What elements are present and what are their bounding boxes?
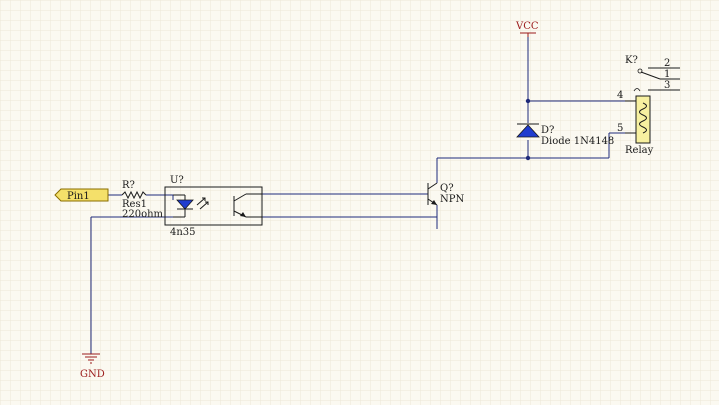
port-pin1-label: Pin1 <box>67 191 90 202</box>
transistor-designator: Q? <box>440 183 454 194</box>
relay-coil-icon <box>639 102 647 134</box>
junction-vcc <box>525 98 531 104</box>
resistor-r[interactable]: R? Res1 220ohm <box>121 180 164 220</box>
relay-pin3-label: 3 <box>664 80 670 91</box>
transistor-q[interactable]: Q? NPN <box>427 182 464 206</box>
gnd-label: GND <box>80 369 105 380</box>
junction-collector <box>525 155 531 161</box>
relay-pin2-label: 2 <box>664 58 670 69</box>
relay-comment: Relay <box>625 145 654 156</box>
wires <box>90 37 625 354</box>
relay-pin1-label: 1 <box>664 69 670 80</box>
optocoupler-comment: 4n35 <box>170 227 196 238</box>
light-arrow-icon <box>196 197 206 206</box>
diode-designator: D? <box>541 125 554 136</box>
power-vcc[interactable]: VCC <box>515 21 539 37</box>
optocoupler-body <box>164 186 263 226</box>
optocoupler-designator: U? <box>170 175 184 186</box>
transistor-comment: NPN <box>440 194 464 205</box>
port-pin1[interactable]: Pin1 <box>54 188 109 202</box>
relay-k[interactable]: K? 2 1 3 4 5 Relay <box>617 55 680 156</box>
vcc-label: VCC <box>515 21 539 32</box>
diode-d[interactable]: D? Diode 1N4148 <box>516 123 614 147</box>
led-icon <box>176 199 194 210</box>
resistor-designator: R? <box>122 180 135 191</box>
diode-icon <box>516 124 540 138</box>
transistor-emitter-arrow-icon <box>431 200 437 205</box>
power-gnd[interactable]: GND <box>80 353 105 380</box>
relay-designator: K? <box>625 55 638 66</box>
relay-switch-arm-icon <box>640 71 661 80</box>
diode-comment: Diode 1N4148 <box>541 136 614 147</box>
resistor-value: 220ohm <box>122 209 164 220</box>
optocoupler-u[interactable]: U? 4n35 <box>164 175 263 238</box>
resistor-comment: Res1 <box>122 199 147 210</box>
relay-pin4-label: 4 <box>617 90 623 101</box>
relay-pin5-label: 5 <box>617 123 623 134</box>
